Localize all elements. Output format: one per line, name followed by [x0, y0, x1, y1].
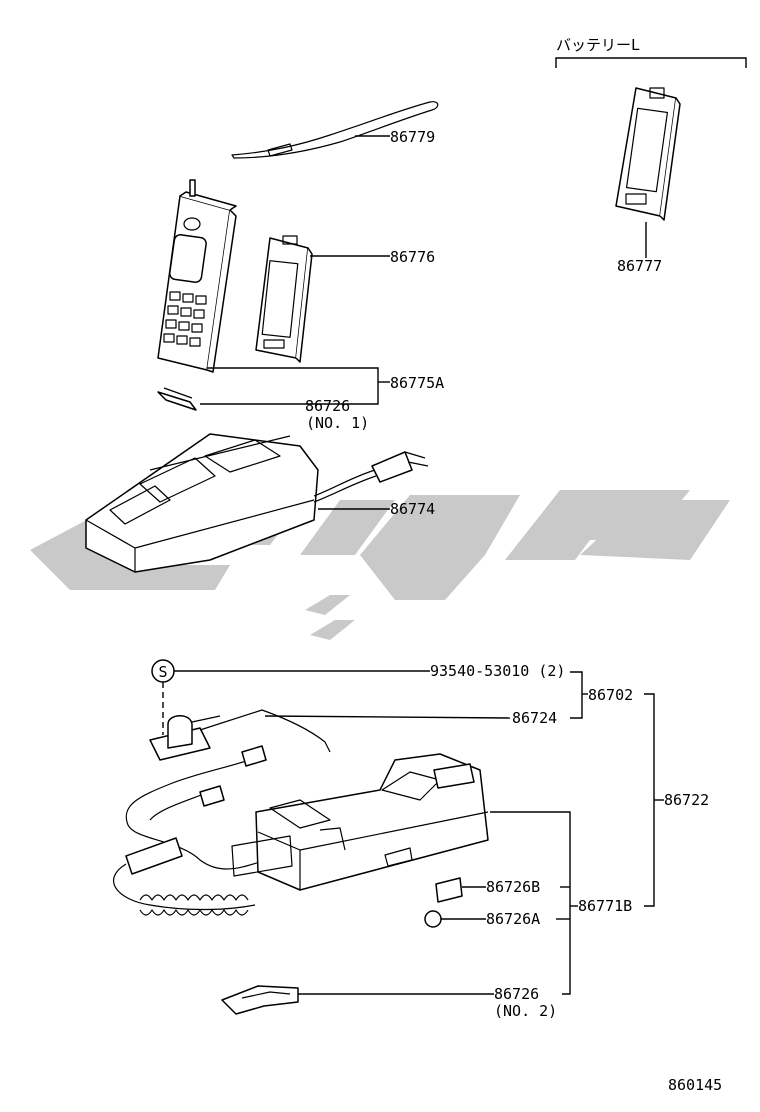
clip-no1-part — [157, 387, 197, 411]
callout-battery: 86776 — [390, 248, 436, 266]
cap-b-part — [435, 877, 463, 903]
callout-antenna-assy: 86702 — [588, 686, 634, 704]
cap-a-part — [424, 910, 442, 928]
callout-holder-assy: 86722 — [664, 791, 710, 809]
callout-cradle: 86771B — [578, 897, 633, 915]
callout-charger: 86774 — [390, 500, 436, 518]
callout-handset-assy: 86775A — [390, 374, 445, 392]
callout-clip-no2: 86726 — [494, 985, 540, 1003]
battery-large-part — [615, 87, 681, 221]
callout-strap: 86779 — [390, 128, 436, 146]
cable-harness — [113, 745, 267, 916]
callout-screw: 93540-53010 (2) — [430, 662, 566, 680]
callout-clip-no1-sub: (NO. 1) — [306, 414, 370, 432]
charger-part — [85, 433, 429, 573]
callout-cap-b: 86726B — [486, 878, 541, 896]
strap-part — [231, 101, 439, 159]
callout-antenna: 86724 — [512, 709, 558, 727]
handset-part — [157, 179, 237, 373]
clip-no2-part — [221, 985, 299, 1015]
antenna-part — [149, 709, 331, 761]
callout-cap-a: 86726A — [486, 910, 541, 928]
callout-clip-no2-sub: (NO. 2) — [494, 1002, 558, 1020]
group-label: バッテリーL — [556, 36, 641, 54]
callout-clip-no1: 86726 — [305, 397, 351, 415]
group-bracket — [555, 57, 747, 68]
battery-part — [255, 235, 313, 363]
callout-battery-large: 86777 — [617, 257, 663, 275]
cradle-part — [231, 753, 489, 891]
screw-symbol: S — [158, 663, 167, 681]
drawing-number: 860145 — [668, 1076, 723, 1094]
